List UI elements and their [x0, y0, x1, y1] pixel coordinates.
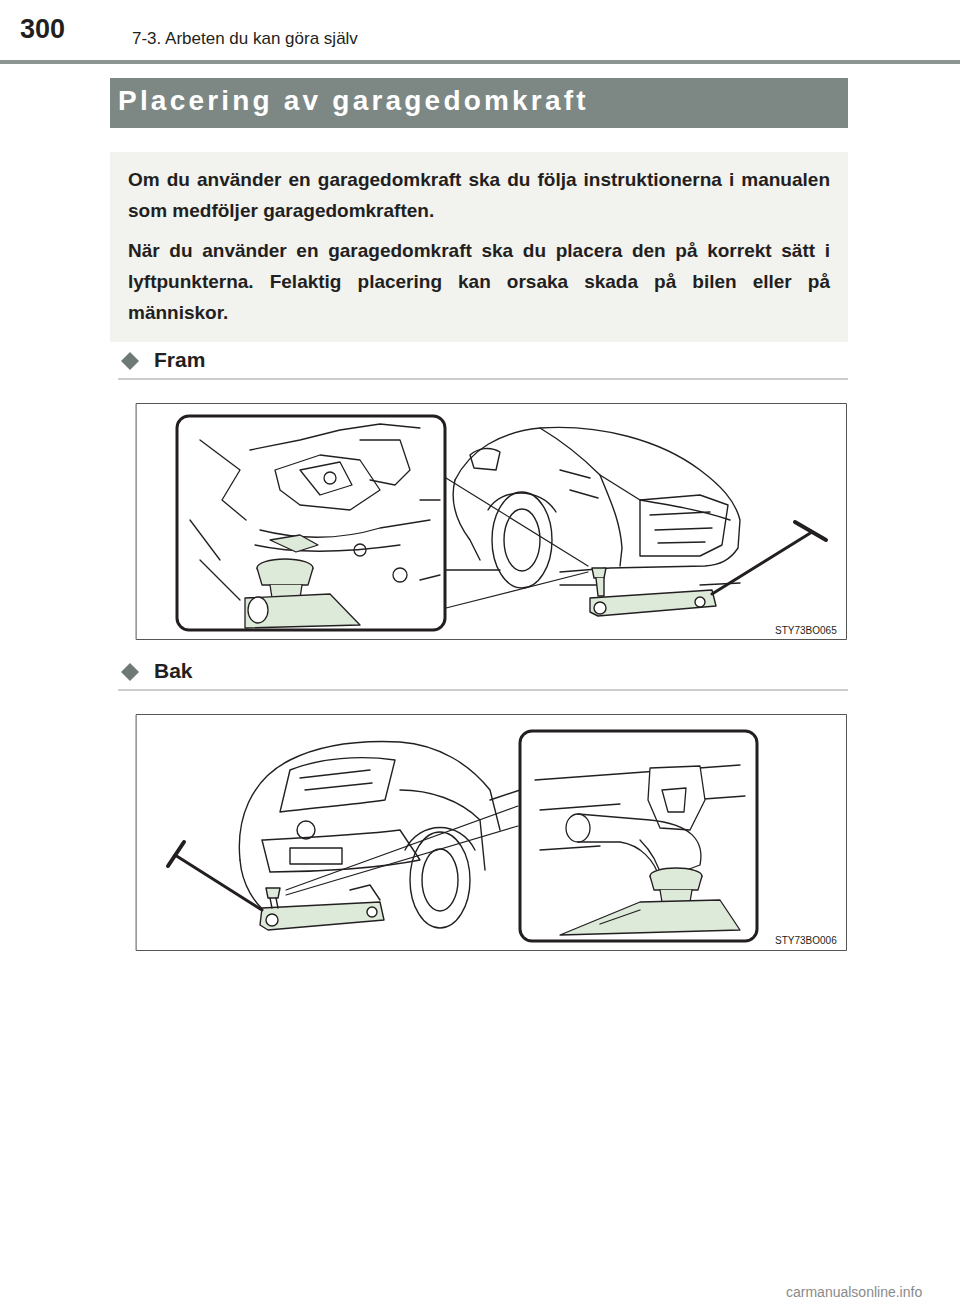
rear-figure-part — [405, 828, 475, 851]
rear-figure — [137, 715, 847, 951]
rear-figure-part — [290, 848, 342, 864]
front-figure-part-part — [270, 535, 318, 552]
front-figure-part — [592, 568, 606, 578]
front-figure-part — [504, 509, 540, 571]
front-figure-part — [600, 475, 622, 566]
rear-figure-part — [262, 830, 420, 872]
rear-figure-part — [367, 907, 377, 917]
section-heading: Fram — [154, 348, 205, 372]
front-figure-part — [177, 416, 445, 630]
front-figure-part-part — [190, 520, 240, 600]
notice-text: Om du använder en garagedomkraft ska du … — [128, 164, 830, 226]
rear-figure-part-part — [535, 765, 745, 850]
chapter-header: 7-3. Arbeten du kan göra själv — [132, 29, 358, 49]
section-rules-part — [118, 379, 848, 380]
front-figure-part-part — [360, 440, 410, 485]
section-title: Placering av garagedomkraft — [110, 78, 848, 117]
title-band: Placering av garagedomkraft — [110, 78, 848, 128]
rear-figure-part — [266, 914, 278, 926]
front-figure-part — [492, 492, 552, 588]
front-figure-part — [590, 590, 716, 616]
front-figure-part-part — [393, 568, 407, 582]
header-rule — [0, 60, 960, 64]
rear-figure-part — [266, 888, 280, 898]
front-figure-part — [453, 480, 480, 560]
rear-figure-part — [300, 770, 372, 790]
rear-figure-part-part — [662, 788, 686, 812]
front-figure-part — [560, 470, 598, 498]
front-figure-part-part — [300, 462, 352, 495]
front-figure-part — [712, 532, 812, 594]
front-figure-part — [695, 597, 705, 607]
front-figure-part — [650, 512, 712, 543]
rear-figure-part — [350, 885, 380, 900]
front-figure-part — [594, 602, 606, 614]
front-figure-part — [440, 570, 740, 585]
rear-figure-part-part — [566, 814, 590, 842]
rear-figure-part — [297, 821, 315, 839]
rear-figure-part — [422, 849, 458, 911]
rear-figure-part — [239, 742, 500, 860]
front-figure-part-part — [245, 594, 360, 628]
front-figure-part-part — [260, 520, 430, 537]
rear-figure-part — [168, 842, 184, 866]
front-figure-part-part — [420, 500, 440, 580]
section-rules-part — [118, 690, 848, 691]
front-figure-part-part — [255, 545, 400, 551]
front-figure-part-part — [248, 597, 268, 623]
rear-figure-part — [286, 806, 518, 895]
rear-figure-part — [535, 765, 745, 935]
figure-code: STY73BO065 — [775, 625, 837, 636]
front-figure-part-part — [354, 544, 366, 556]
front-figure-part — [596, 578, 604, 596]
rear-figure-part — [175, 855, 262, 910]
rear-figure-part-part — [560, 900, 740, 935]
rear-figure-part — [270, 898, 278, 908]
front-figure-part — [640, 495, 728, 556]
front-figure-part — [190, 424, 440, 628]
front-figure-part — [470, 448, 500, 470]
page-number: 300 — [20, 14, 65, 45]
rear-figure-part — [490, 790, 520, 800]
front-figure-part-part — [324, 472, 336, 484]
front-figure-part — [488, 493, 556, 512]
watermark: carmanualsonline.info — [786, 1284, 922, 1300]
rear-figure-part — [137, 715, 847, 951]
front-figure-part — [455, 427, 740, 572]
notice-text: När du använder en garagedomkraft ska du… — [128, 235, 830, 328]
rear-figure-part — [520, 731, 757, 941]
rear-figure-part — [280, 758, 395, 812]
front-figure-part-part — [250, 424, 420, 450]
front-figure-part-part — [200, 440, 246, 520]
rear-figure-part-part — [600, 910, 640, 924]
section-bullets-part — [121, 663, 139, 681]
front-figure-part-part — [275, 455, 380, 510]
rear-figure-part-part — [650, 876, 702, 890]
section-heading: Bak — [154, 659, 193, 683]
front-figure-part — [446, 478, 588, 608]
figure-code: STY73BO006 — [775, 935, 837, 946]
front-figure-part-part — [257, 568, 313, 585]
front-figure-part — [795, 522, 826, 540]
notice-box: Om du använder en garagedomkraft ska du … — [110, 152, 848, 342]
header-rule-part — [0, 60, 960, 64]
front-figure-part — [137, 404, 847, 640]
rear-figure-part — [260, 902, 384, 930]
front-figure — [137, 404, 847, 640]
front-figure-part — [540, 428, 730, 520]
rear-figure-part — [410, 832, 470, 928]
section-rules — [118, 379, 848, 690]
section-bullets-part — [121, 352, 139, 370]
